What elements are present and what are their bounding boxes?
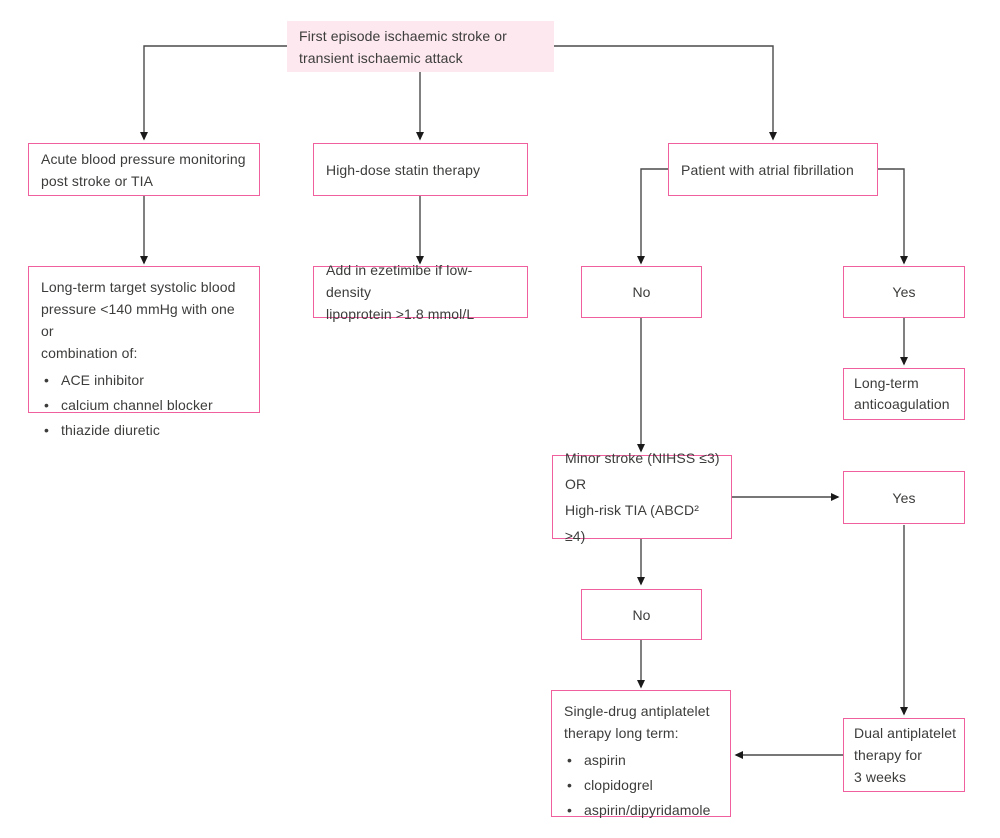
node-text: Yes [892,284,916,300]
node-acute-bp-monitoring: Acute blood pressure monitoring post str… [28,143,260,196]
node-text: combination of: [41,345,138,361]
node-first-episode: First episode ischaemic stroke or transi… [287,21,554,72]
node-text: therapy for [854,747,923,763]
node-text: Long-term [854,375,919,391]
node-text: High-risk TIA (ABCD² ≥4) [565,502,699,544]
connector-af-to-yes [878,168,908,265]
node-text: Acute blood pressure monitoring [41,150,246,167]
node-minor-no: No [581,589,702,640]
node-af-no: No [581,266,702,318]
node-text: No [632,606,651,623]
node-text: lipoprotein >1.8 mmol/L [326,306,475,322]
node-atrial-fibrillation: Patient with atrial fibrillation [668,143,878,196]
node-text: Yes [892,489,916,506]
node-text: OR [565,476,587,492]
node-single-drug-antiplatelet: Single-drug antiplatelet therapy long te… [551,690,731,823]
node-text: anticoagulation [854,396,950,412]
list-item: aspirin/dipyridamole [564,798,720,823]
node-text: 3 weeks [854,769,907,785]
connector-start-to-acute-bp [140,45,287,141]
list-item: clopidogrel [564,773,720,798]
list-item: aspirin [564,748,720,773]
node-text: therapy long term: [564,725,679,741]
node-minor-yes: Yes [843,471,965,524]
connector-start-to-af [554,45,777,141]
node-text: transient ischaemic attack [299,49,463,66]
bp-drug-list: ACE inhibitor calcium channel blocker th… [41,368,249,443]
list-item: thiazide diuretic [41,418,249,443]
node-long-term-anticoagulation: Long-term anticoagulation [843,368,965,420]
node-text: Add in ezetimibe if low-density [326,262,473,300]
node-af-yes: Yes [843,266,965,318]
node-text: Single-drug antiplatelet [564,703,710,719]
connector-af-to-no [637,168,668,265]
node-text: First episode ischaemic stroke or [299,27,507,44]
node-text: High-dose statin therapy [326,161,481,178]
list-item: ACE inhibitor [41,368,249,393]
antiplatelet-drug-list: aspirin clopidogrel aspirin/dipyridamole [564,748,720,823]
node-long-term-bp-target: Long-term target systolic blood pressure… [28,266,260,443]
node-text: Long-term target systolic blood [41,279,236,295]
node-text: post stroke or TIA [41,172,154,189]
node-text: Dual antiplatelet [854,725,957,741]
node-dual-antiplatelet: Dual antiplatelet therapy for 3 weeks [843,718,965,792]
node-text: Patient with atrial fibrillation [681,161,854,178]
node-high-dose-statin: High-dose statin therapy [313,143,528,196]
node-text: pressure <140 mmHg with one or [41,301,235,339]
node-text: Minor stroke (NIHSS ≤3) [565,450,720,466]
node-ezetimibe: Add in ezetimibe if low-density lipoprot… [313,262,528,322]
list-item: calcium channel blocker [41,393,249,418]
node-minor-stroke-or-high-risk-tia: Minor stroke (NIHSS ≤3) OR High-risk TIA… [552,450,732,544]
node-text: No [632,284,651,300]
